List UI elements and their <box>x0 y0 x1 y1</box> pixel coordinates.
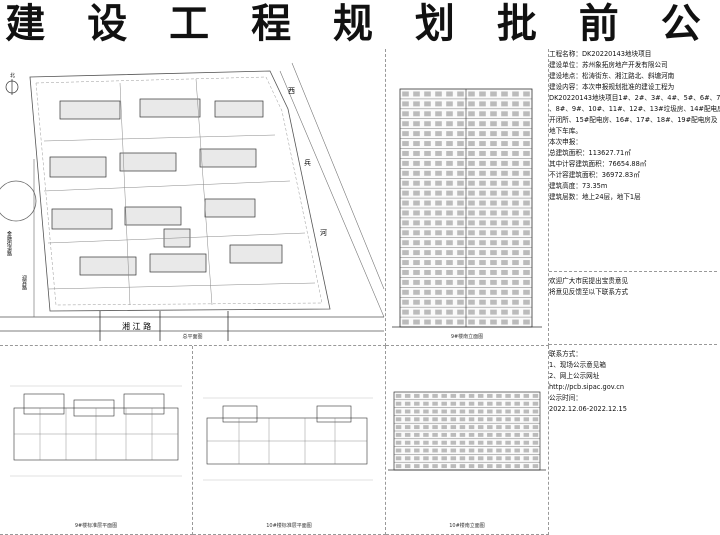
plan-10-panel: 10#楼标准层平面图 <box>193 346 386 535</box>
construction-content-5: 地下车库。 <box>549 127 582 135</box>
elevation-10-caption: 10#楼南立面图 <box>449 523 485 529</box>
river-label-top: 西 <box>288 87 295 95</box>
plan-9-drawing <box>10 385 182 477</box>
info-divider-1 <box>549 271 717 272</box>
project-name: 工程名称：DK20220143地块项目 <box>549 50 652 58</box>
construction-content-2: DK20220143地块项目1#、2#、3#、4#、5#、6#、7# <box>549 94 720 102</box>
construction-unit: 建设单位：苏州象拓房地产开发有限公司 <box>549 61 668 69</box>
site-plan-drawing: 北 金融街道路 迎宾路 湘 江 路 西 兵 河 <box>0 62 385 341</box>
construction-location: 建设地点：松涛街东、湘江路北、斜塘河南 <box>549 72 675 80</box>
site-plan-panel: 北 金融街道路 迎宾路 湘 江 路 西 兵 河 总平面图 <box>0 49 386 346</box>
plan-10-caption: 10#楼标准层平面图 <box>266 523 312 529</box>
building-height: 建筑高度：73.35m <box>549 182 608 190</box>
declared-label: 本次申报： <box>549 138 582 146</box>
period-title: 公示时间： <box>549 394 582 402</box>
road-west-label: 金融街道路 <box>6 230 12 257</box>
contact-url[interactable]: http://pcb.sipac.gov.cn <box>549 383 625 391</box>
page-title: 建 设 工 程 规 划 批 前 公 示 <box>5 1 715 95</box>
contact-item-2: 2、网上公示网址 <box>549 372 600 380</box>
building-floors: 建筑层数：地上24层，地下1层 <box>549 193 641 201</box>
contact-title: 联系方式： <box>549 350 582 358</box>
welcome-line-1: 欢迎广大市民提出宝贵意见 <box>549 277 629 285</box>
counted-area: 其中计容建筑面积：76654.88㎡ <box>549 160 647 168</box>
plan-10-drawing <box>203 397 373 481</box>
elevation-9-caption: 9#楼南立面图 <box>450 334 484 340</box>
elevation-9-drawing <box>392 88 542 328</box>
contact-item-1: 1、现场公示意见箱 <box>549 361 606 369</box>
elevation-10-panel: 10#楼南立面图 <box>386 346 549 535</box>
total-area: 总建筑面积：113627.71㎡ <box>549 149 631 157</box>
uncounted-area: 不计容建筑面积：36972.83㎡ <box>549 171 640 179</box>
road-west2-label: 迎宾路 <box>21 274 27 291</box>
road-south-label: 湘 江 路 <box>122 321 151 331</box>
river-label-mid: 兵 <box>304 158 311 167</box>
elevation-9-panel: 9#楼南立面图 <box>386 49 549 346</box>
elevation-10-drawing <box>388 391 546 471</box>
construction-content-3: 、8#、9#、10#、11#、12#、13#垃圾房、14#配电房 <box>549 105 720 113</box>
plan-9-caption: 9#楼标准层平面图 <box>74 523 118 529</box>
info-panel: 工程名称：DK20220143地块项目 建设单位：苏州象拓房地产开发有限公司 建… <box>549 49 720 534</box>
site-plan-caption: 总平面图 <box>182 334 203 340</box>
river-label-bottom: 河 <box>320 229 327 237</box>
period-dates: 2022.12.06-2022.12.15 <box>549 405 627 413</box>
construction-content-1: 建设内容：本次申报规划批准的建设工程为 <box>549 83 675 91</box>
construction-content-4: 开闭所、15#配电房、16#、17#、18#、19#配电房及 <box>549 116 718 124</box>
plan-9-panel: 9#楼标准层平面图 <box>0 346 193 535</box>
info-divider-2 <box>549 344 717 345</box>
north-label: 北 <box>10 72 15 79</box>
welcome-line-2: 将意见反馈至以下联系方式 <box>549 288 629 296</box>
